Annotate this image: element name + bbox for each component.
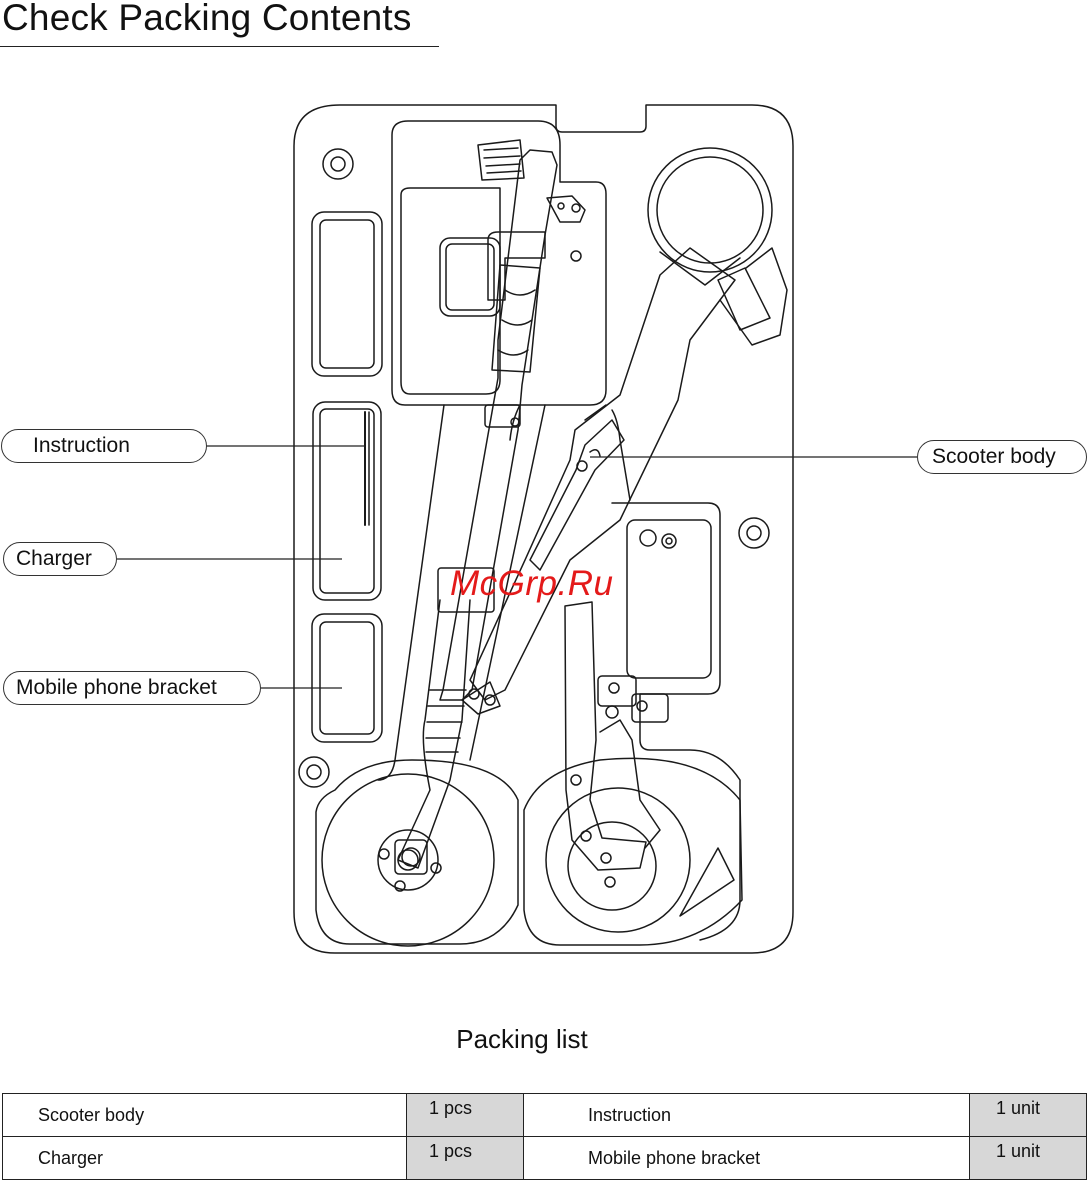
callout-instruction: Instruction (1, 429, 207, 463)
packing-list-title: Packing list (0, 1022, 1042, 1056)
item-name: Scooter body (3, 1094, 407, 1137)
front-wheel (322, 774, 494, 946)
compartment-top (312, 212, 382, 376)
mount-hole (739, 518, 769, 548)
item-quantity: 1 unit (970, 1137, 1087, 1180)
item-name: Instruction (524, 1094, 970, 1137)
compartment-middle (313, 402, 381, 600)
item-name: Mobile phone bracket (524, 1137, 970, 1180)
folding-handle-ring (648, 148, 772, 272)
packing-list-table: Scooter body 1 pcs Instruction 1 unit Ch… (2, 1093, 1087, 1180)
table-row: Charger 1 pcs Mobile phone bracket 1 uni… (3, 1137, 1087, 1180)
rear-wheel-well (524, 758, 742, 945)
callout-mobile-phone-bracket: Mobile phone bracket (3, 671, 261, 705)
item-name: Charger (3, 1137, 407, 1180)
item-quantity: 1 pcs (407, 1094, 524, 1137)
item-quantity: 1 pcs (407, 1137, 524, 1180)
mount-hole (323, 149, 353, 179)
callout-scooter-body: Scooter body (917, 440, 1087, 474)
front-wheel-well (316, 760, 518, 944)
packaging-tray-diagram (0, 0, 1088, 1010)
compartment-bottom (312, 614, 382, 742)
mount-hole (299, 757, 329, 787)
watermark: McGrp.Ru (450, 564, 613, 604)
callout-charger: Charger (3, 542, 117, 576)
item-quantity: 1 unit (970, 1094, 1087, 1137)
table-row: Scooter body 1 pcs Instruction 1 unit (3, 1094, 1087, 1137)
